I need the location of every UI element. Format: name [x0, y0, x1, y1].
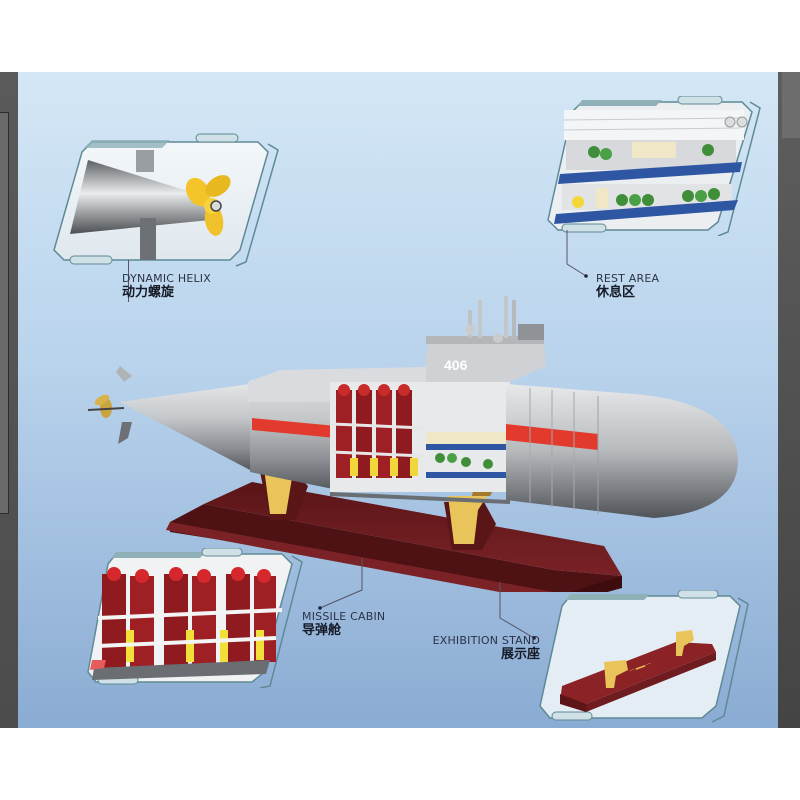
rest-area-cutaway — [426, 432, 510, 478]
leader-line-dynamic-helix — [128, 260, 129, 302]
viewer-left-strip — [0, 72, 18, 728]
callout-missile-cabin: MISSILE CABIN 导弹舱 — [302, 610, 385, 638]
callout-label-en: EXHIBITION STAND — [432, 634, 540, 647]
hull-number: 406 — [444, 357, 468, 373]
callout-label-en: REST AREA — [596, 272, 660, 285]
viewer-scrollbar[interactable] — [778, 72, 800, 728]
viewer-left-panel-edge — [0, 112, 9, 514]
scrollbar-thumb[interactable] — [782, 72, 800, 138]
leader-line-missile-cabin — [318, 558, 363, 610]
product-image-panel: DYNAMIC HELIX 动力螺旋 REST AREA 休息区 — [18, 72, 778, 728]
leader-line-rest-area — [566, 230, 588, 278]
detail-frame-rest-area — [547, 96, 761, 236]
callout-label-zh: 导弹舱 — [302, 623, 342, 638]
detail-frame-exhibition-stand: — ▬▬ — — [539, 590, 749, 723]
callout-label-zh: 展示座 — [500, 647, 540, 662]
callout-label-en: MISSILE CABIN — [302, 610, 386, 623]
callout-dynamic-helix: DYNAMIC HELIX 动力螺旋 — [122, 272, 211, 300]
detail-frame-missile-cabin — [87, 548, 303, 688]
submarine-model: 406 — [87, 296, 738, 592]
callout-label-en: DYNAMIC HELIX — [122, 272, 211, 285]
missile-rows — [331, 384, 425, 478]
callout-label-zh: 休息区 — [596, 285, 636, 300]
detail-frame-dynamic-helix — [53, 133, 279, 267]
callout-exhibition-stand: EXHIBITION STAND 展示座 — [430, 634, 540, 662]
callout-label-zh: 动力螺旋 — [122, 285, 175, 300]
callout-rest-area: REST AREA 休息区 — [596, 272, 659, 300]
leader-line-exhibition-stand — [499, 582, 536, 640]
